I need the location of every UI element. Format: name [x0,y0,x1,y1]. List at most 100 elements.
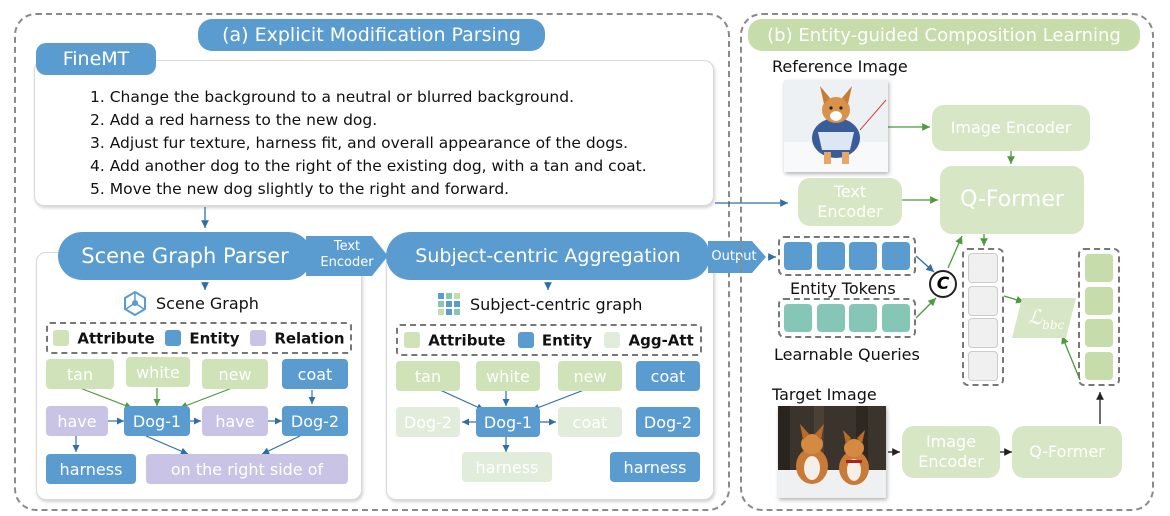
image-encoder-bottom: Image Encoder [902,426,1000,478]
node-harness: harness [46,454,136,484]
panel-a-title: (a) Explicit Modification Parsing [198,19,545,51]
scene-graph-header: Scene Graph [122,290,259,316]
legend-right: Attribute Entity Agg-Att [396,324,702,356]
instructions-list: 1. Change the background to a neutral or… [90,86,710,201]
edge-dog2-right [261,435,301,455]
text-encoder-b: Text Encoder [798,178,902,226]
legend-entity: Entity [165,329,240,347]
output-token [968,252,998,283]
loss-shape [1012,298,1076,338]
r-node-harness-fade: harness [462,452,552,482]
target-token [1085,351,1113,380]
query-token [784,304,813,332]
query-token [816,304,845,332]
entity-token [881,242,910,270]
loss-label: ℒbbc [1027,305,1065,332]
learnable-queries-group [778,298,916,338]
two-corgis-photo-icon [778,406,886,498]
entity-tokens-group [778,236,916,276]
r-node-dog-1: Dog-1 [476,407,540,437]
r-node-coat-fade: coat [558,407,622,437]
node-white: white [126,357,190,387]
r-edge-new-dog1 [531,389,585,411]
subject-graph-label: Subject-centric graph [470,294,643,314]
legend-relation: Relation [250,329,345,347]
node-dog-2: Dog-2 [282,406,348,436]
output-label: Output [711,249,757,264]
scene-graph-parser: Scene Graph Parser [58,232,312,280]
arrow-tokens-to-c [915,255,935,273]
instruction-1: 1. Change the background to a neutral or… [90,88,575,106]
qformer-output-column [962,248,1004,386]
r-node-harness: harness [610,452,700,482]
output-token [968,285,998,316]
arrow-col2-to-loss [1061,335,1081,381]
node-have-1: have [46,406,108,436]
edge-dog1-right [145,435,189,455]
entity-token [784,242,813,270]
node-tan: tan [46,359,114,389]
target-image-label: Target Image [772,385,877,404]
r-node-coat: coat [636,361,700,391]
attribute-swatch [53,330,70,347]
arrow-col1-to-loss [1003,295,1025,304]
chevron-arrow-shape [306,236,388,276]
qformer-bottom: Q-Former [1012,426,1122,478]
entity-swatch [165,330,182,347]
query-token [849,304,878,332]
loss-box [1012,298,1076,338]
edge-tan-dog1 [79,387,133,409]
legend-left: Attribute Entity Relation [46,322,352,354]
instruction-2: 2. Add a red harness to the new dog. [90,111,378,129]
attribute-swatch [404,332,421,349]
instruction-4: 4. Add another dog to the right of the e… [90,157,647,175]
entity-token [849,242,878,270]
text-encoder-chevron [306,236,390,276]
node-right-side: on the right side of [146,454,348,484]
node-new: new [202,359,268,389]
scene-graph-label: Scene Graph [156,293,259,313]
image-encoder-top: Image Encoder [932,105,1090,151]
output-arrow-shape [708,241,766,273]
target-output-column [1078,248,1120,386]
subject-graph-header: Subject-centric graph [436,292,642,316]
relation-swatch [250,330,267,347]
instruction-3: 3. Adjust fur texture, harness fit, and … [90,134,629,152]
r-node-dog-2: Dog-2 [636,407,700,437]
target-token [1085,319,1113,348]
panel-b-title: (b) Entity-guided Composition Learning [748,19,1140,51]
output-token [968,318,998,349]
instructions-card [34,60,714,206]
entity-tokens-label: Entity Tokens [790,279,896,298]
arrow-queries-to-c [915,297,937,319]
instruction-5: 5. Move the new dog slightly to the righ… [90,180,510,198]
r-edge-tan-dog1 [439,389,485,411]
legend-attribute: Attribute [53,329,155,347]
r-node-dog2-fade: Dog-2 [396,407,460,437]
edge-new-dog1 [179,387,233,409]
entity-token [816,242,845,270]
aggatt-swatch [604,332,621,349]
query-token [881,304,910,332]
r-node-new: new [558,361,622,391]
legend-attribute-r: Attribute [404,331,505,349]
learnable-queries-label: Learnable Queries [774,345,920,364]
text-encoder-chevron-label: Text Encoder [320,239,374,270]
output-token [968,351,998,382]
reference-image [784,80,888,172]
scene-graph-icon [124,290,146,316]
qformer-top: Q-Former [940,166,1084,234]
node-have-2: have [202,406,268,436]
panel-b-outline [740,13,1154,511]
node-dog-1: Dog-1 [124,406,190,436]
reference-image-label: Reference Image [772,57,908,76]
target-image [778,406,886,498]
target-token [1085,254,1113,283]
arrow-c-to-qformer [947,235,963,269]
legend-aggatt-r: Agg-Att [604,331,694,349]
entity-swatch [517,332,534,349]
legend-entity-r: Entity [517,331,592,349]
concat-circle: C [929,270,957,298]
r-node-tan: tan [396,361,460,391]
